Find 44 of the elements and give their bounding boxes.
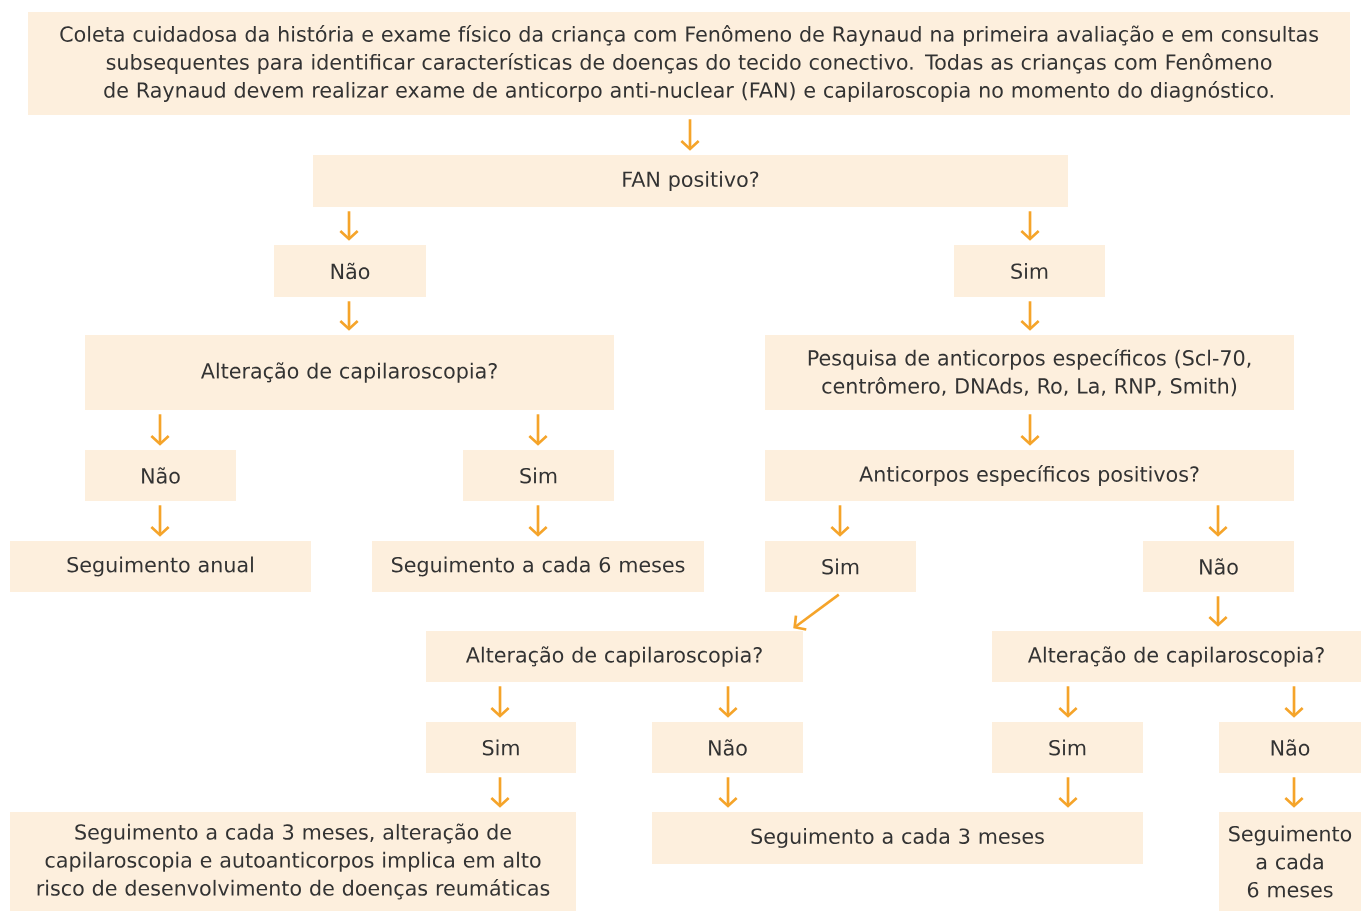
process-box: Alteração de capilaroscopia? <box>85 335 614 410</box>
process-box: Coleta cuidadosa da história e exame físico da criança com Fenômeno de Raynaud na primeira avaliação e em consultas subsequentes para identificar características de doenças do tecido conectivo. Todas as crianças com Fenômeno de Raynaud devem realizar exame de anticorpo anti-nuclear (FAN) e capilaroscopia no momento do diagnóstico. <box>28 12 1350 115</box>
arrow <box>830 505 850 537</box>
arrow <box>339 211 359 241</box>
arrow <box>528 414 548 446</box>
process-box: FAN positivo? <box>313 155 1068 207</box>
process-box: Sim <box>426 722 576 773</box>
arrow <box>793 593 840 631</box>
process-box: Sim <box>765 541 916 592</box>
process-box: Sim <box>992 722 1143 773</box>
arrow <box>718 777 738 808</box>
arrow <box>150 414 170 446</box>
arrow <box>528 505 548 537</box>
process-box: Sim <box>463 450 614 501</box>
process-box: Não <box>652 722 803 773</box>
process-box: Sim <box>954 245 1105 297</box>
process-box: Alteração de capilaroscopia? <box>992 631 1361 682</box>
arrow <box>490 686 510 718</box>
arrow <box>1058 686 1078 718</box>
arrow <box>1020 414 1040 446</box>
arrow <box>1208 596 1228 627</box>
process-box: Anticorpos específicos positivos? <box>765 450 1294 501</box>
arrow <box>1284 686 1304 718</box>
process-box: Seguimento a cada 6 meses <box>372 541 704 592</box>
process-box: Seguimento a cada 3 meses, alteração de capilaroscopia e autoanticorpos implica em alto risco de desenvolvimento de doenças reumáticas <box>10 812 576 911</box>
process-box: Seguimento a cada 6 meses <box>1219 812 1361 911</box>
process-box: Não <box>1143 541 1294 592</box>
process-box: Seguimento anual <box>10 541 311 592</box>
process-box: Pesquisa de anticorpos específicos (Scl-70, centrômero, DNAds, Ro, La, RNP, Smith) <box>765 335 1294 410</box>
arrow <box>1020 301 1040 331</box>
arrow <box>1284 777 1304 808</box>
process-box: Alteração de capilaroscopia? <box>426 631 803 682</box>
arrow <box>1208 505 1228 537</box>
process-box: Não <box>274 245 426 297</box>
arrow <box>680 119 700 151</box>
arrow <box>1020 211 1040 241</box>
process-box: Seguimento a cada 3 meses <box>652 812 1143 864</box>
arrow <box>718 686 738 718</box>
arrow <box>150 505 170 537</box>
arrow <box>1058 777 1078 808</box>
process-box: Não <box>1219 722 1361 773</box>
arrow <box>490 777 510 808</box>
process-box: Não <box>85 450 236 501</box>
arrow <box>339 301 359 331</box>
